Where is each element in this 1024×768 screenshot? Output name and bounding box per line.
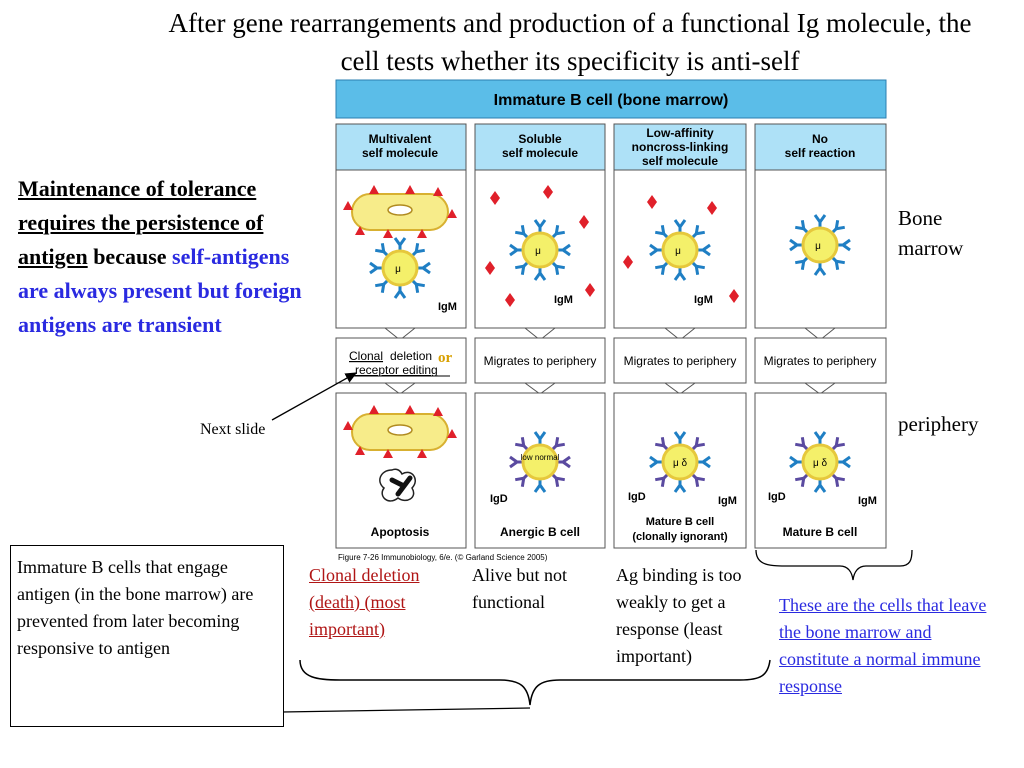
- periphery-label: periphery: [898, 412, 979, 436]
- col2-heading-box: [474, 123, 606, 171]
- bone-marrow-label: Bone marrow: [898, 206, 964, 260]
- col2-outcome: Anergic B cell: [500, 525, 580, 539]
- col4-outcome: Mature B cell: [783, 525, 858, 539]
- col3-cell-mu-delta: μ δ: [673, 458, 688, 469]
- col1-mid-receptor-editing: receptor editing: [355, 363, 438, 377]
- col4-mid-text: Migrates to periphery: [764, 354, 877, 368]
- immature-b-cell-note-box: Immature B cells that engage antigen (in…: [10, 545, 284, 727]
- col3-igm-periphery-label: IgM: [718, 495, 737, 507]
- col1-mid-or: or: [438, 350, 453, 366]
- tolerance-blue: self-antigens are always present but for…: [18, 244, 302, 337]
- col2-mid-text: Migrates to periphery: [484, 354, 597, 368]
- mature-cells-caption: These are the cells that leave the bone …: [779, 595, 987, 696]
- col3-cell-mu: μ: [675, 246, 681, 257]
- tolerance-because: because: [93, 244, 167, 269]
- col1-outcome: Apoptosis: [371, 525, 430, 539]
- box-connector-line: [281, 707, 531, 713]
- col4-heading-line2: self reaction: [785, 146, 856, 160]
- ag-binding-caption: Ag binding is too weakly to get a respon…: [616, 565, 742, 666]
- col4-cell-mu-delta: μ δ: [813, 458, 828, 469]
- col4-heading-line1: No: [812, 132, 828, 146]
- col1-heading-box: [335, 123, 467, 171]
- col1-heading-line1: Multivalent: [369, 132, 432, 146]
- col3-outcome-line2: (clonally ignorant): [632, 531, 728, 543]
- col1-mid-clonal: Clonal: [349, 349, 383, 363]
- col3-heading-line3: self molecule: [642, 154, 718, 168]
- col3-heading-line2: noncross-linking: [632, 140, 729, 154]
- clonal-deletion-caption: Clonal deletion (death) (most important): [309, 565, 420, 639]
- col2-heading-line2: self molecule: [502, 146, 578, 160]
- col4-igm-periphery-label: IgM: [858, 495, 877, 507]
- col3-heading-line1: Low-affinity: [646, 126, 714, 140]
- alive-caption: Alive but not functional: [472, 565, 567, 612]
- col3-heading-box: [613, 123, 747, 171]
- col1-igm-label: IgM: [438, 301, 457, 313]
- col3-mid-text: Migrates to periphery: [624, 354, 737, 368]
- col3-outcome-line1: Mature B cell: [646, 516, 714, 528]
- figure-header-text: Immature B cell (bone marrow): [494, 92, 729, 109]
- low-normal-label: low normal: [521, 453, 560, 462]
- tolerance-underlined: Maintenance of tolerance requires the pe…: [18, 176, 264, 269]
- col2-igd-label: IgD: [490, 493, 508, 505]
- col2-heading-line1: Soluble: [518, 132, 562, 146]
- col3-mid-box: [613, 337, 747, 384]
- figure-caption: Figure 7-26 Immunobiology, 6/e. (© Garla…: [338, 553, 548, 562]
- col3-igd-label: IgD: [628, 491, 646, 503]
- col1-heading-line2: self molecule: [362, 146, 438, 160]
- next-slide-label: Next slide: [200, 421, 266, 438]
- grouping-brace: [299, 659, 771, 706]
- col3-igm-label: IgM: [694, 294, 713, 306]
- mature-brace: [755, 549, 913, 581]
- col2-cell-mu: μ: [535, 246, 541, 257]
- col2-igm-label: IgM: [554, 294, 573, 306]
- col4-mid-box: [754, 337, 887, 384]
- col1-cell-mu: μ: [395, 264, 401, 275]
- col1-mid-deletion: deletion: [390, 349, 432, 363]
- col4-igd-label: IgD: [768, 491, 786, 503]
- col4-heading-box: [754, 123, 887, 171]
- next-slide-arrow: [271, 372, 358, 421]
- figure-header-box: [335, 79, 887, 119]
- slide-title: After gene rearrangements and production…: [168, 8, 972, 76]
- col4-cell-mu: μ: [815, 241, 821, 252]
- tolerance-statement: Maintenance of tolerance requires the pe…: [18, 172, 303, 342]
